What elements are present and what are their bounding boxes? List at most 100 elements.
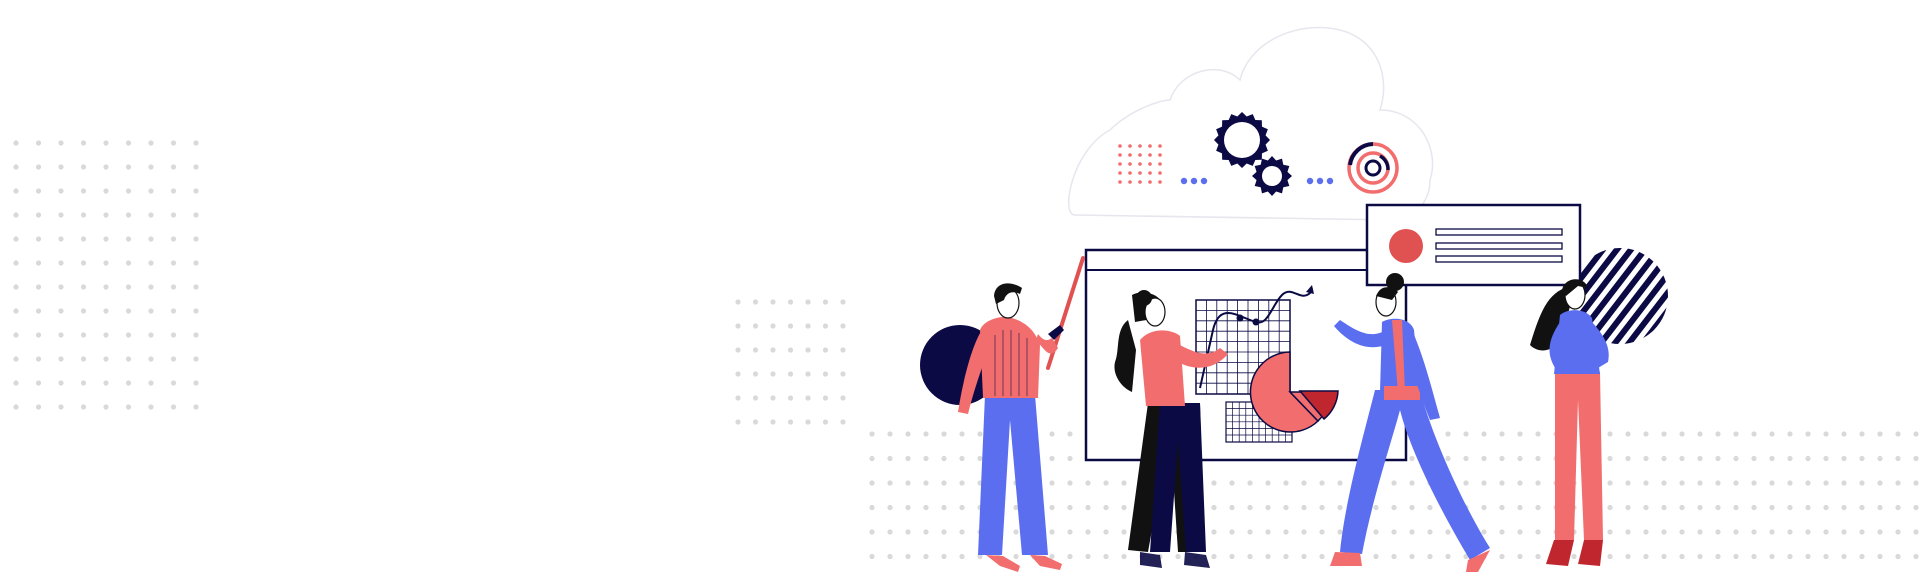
background-dot bbox=[1211, 553, 1217, 560]
background-dot bbox=[1445, 431, 1451, 437]
background-dot bbox=[80, 140, 87, 146]
background-dot bbox=[1841, 455, 1847, 462]
background-dot bbox=[1733, 529, 1739, 535]
background-dot bbox=[193, 380, 199, 386]
background-dot bbox=[193, 332, 199, 338]
background-dot bbox=[770, 347, 776, 353]
background-dot bbox=[923, 553, 929, 560]
background-dot bbox=[170, 308, 177, 314]
background-dot bbox=[1319, 529, 1325, 535]
background-dot bbox=[1535, 455, 1541, 462]
background-dot bbox=[193, 404, 199, 410]
background-dot bbox=[170, 404, 177, 410]
background-dot bbox=[1211, 480, 1217, 486]
background-dot bbox=[1859, 480, 1865, 486]
background-dot bbox=[1607, 455, 1613, 462]
background-dot bbox=[1247, 553, 1253, 560]
background-dot bbox=[1823, 455, 1829, 462]
cloud-dot bbox=[1158, 162, 1162, 166]
background-dot bbox=[1103, 553, 1109, 560]
background-dot bbox=[58, 212, 64, 218]
background-dot bbox=[1859, 455, 1865, 462]
trend-arrow-icon bbox=[1306, 285, 1314, 294]
background-dot bbox=[770, 395, 776, 401]
background-dot bbox=[977, 455, 983, 462]
background-dot bbox=[822, 395, 829, 401]
background-dot bbox=[58, 140, 64, 146]
background-dot bbox=[1013, 553, 1019, 560]
background-dot bbox=[770, 419, 776, 425]
cloud-dot bbox=[1118, 171, 1122, 175]
cloud-dot bbox=[1158, 153, 1162, 157]
background-dot bbox=[1751, 553, 1757, 560]
stripe bbox=[1585, 248, 1668, 344]
background-dot bbox=[959, 480, 965, 486]
background-dot bbox=[770, 299, 776, 305]
background-dot bbox=[1751, 455, 1757, 462]
background-dot bbox=[1823, 480, 1829, 486]
background-dot bbox=[1067, 504, 1073, 511]
cloud-dot bbox=[1138, 162, 1142, 166]
background-dot bbox=[941, 504, 947, 511]
background-dot bbox=[1517, 480, 1523, 486]
background-dot bbox=[1715, 455, 1721, 462]
background-dot bbox=[1787, 529, 1793, 535]
background-dot bbox=[103, 284, 109, 290]
background-dot bbox=[170, 164, 177, 170]
background-dot bbox=[1517, 455, 1523, 462]
background-dot bbox=[887, 504, 893, 511]
cloud-dot bbox=[1158, 144, 1162, 148]
background-dot bbox=[1895, 504, 1901, 511]
cloud-dot bbox=[1148, 180, 1152, 184]
background-dot bbox=[1697, 431, 1703, 437]
background-dot bbox=[35, 356, 42, 362]
background-dot bbox=[1733, 553, 1739, 560]
pie-chart bbox=[1249, 351, 1339, 433]
background-dot bbox=[1625, 455, 1631, 462]
background-dot bbox=[193, 260, 199, 266]
background-dot bbox=[125, 260, 132, 266]
background-dot bbox=[125, 188, 132, 194]
background-dot bbox=[103, 236, 109, 242]
background-dot bbox=[1643, 480, 1649, 486]
background-dot bbox=[103, 188, 109, 194]
person-woman-hands-on-hips bbox=[1530, 279, 1609, 566]
background-dot bbox=[1625, 553, 1631, 560]
stripe bbox=[1613, 248, 1668, 344]
background-dot bbox=[80, 284, 87, 290]
background-dot bbox=[1049, 431, 1055, 437]
background-dot bbox=[1769, 553, 1775, 560]
background-dot bbox=[35, 284, 42, 290]
background-dot bbox=[1319, 480, 1325, 486]
background-dot bbox=[1715, 480, 1721, 486]
stripe bbox=[1672, 230, 1772, 360]
background-dot bbox=[1715, 529, 1721, 535]
background-dot bbox=[805, 395, 811, 401]
cloud-dot bbox=[1138, 153, 1142, 157]
background-dot bbox=[1841, 504, 1847, 511]
background-dot bbox=[1283, 529, 1289, 535]
background-dot bbox=[35, 308, 42, 314]
background-dot bbox=[1121, 480, 1127, 486]
gear-icon bbox=[1214, 112, 1292, 196]
background-dot bbox=[1517, 553, 1523, 560]
background-dot bbox=[80, 404, 87, 410]
background-dot bbox=[1445, 455, 1451, 462]
background-dot bbox=[1301, 480, 1307, 486]
background-dot bbox=[148, 260, 154, 266]
background-dot bbox=[148, 356, 154, 362]
background-dot bbox=[1427, 529, 1433, 535]
background-dot bbox=[1877, 529, 1883, 535]
background-dot bbox=[887, 480, 893, 486]
background-dot bbox=[1103, 529, 1109, 535]
background-dot bbox=[1337, 529, 1343, 535]
background-dot bbox=[1373, 529, 1379, 535]
background-dot bbox=[1823, 431, 1829, 437]
background-dot bbox=[1913, 431, 1919, 437]
background-dot bbox=[193, 140, 199, 146]
background-dot bbox=[787, 395, 794, 401]
background-dot bbox=[1499, 504, 1505, 511]
background-dot bbox=[125, 404, 132, 410]
background-dot bbox=[1733, 480, 1739, 486]
